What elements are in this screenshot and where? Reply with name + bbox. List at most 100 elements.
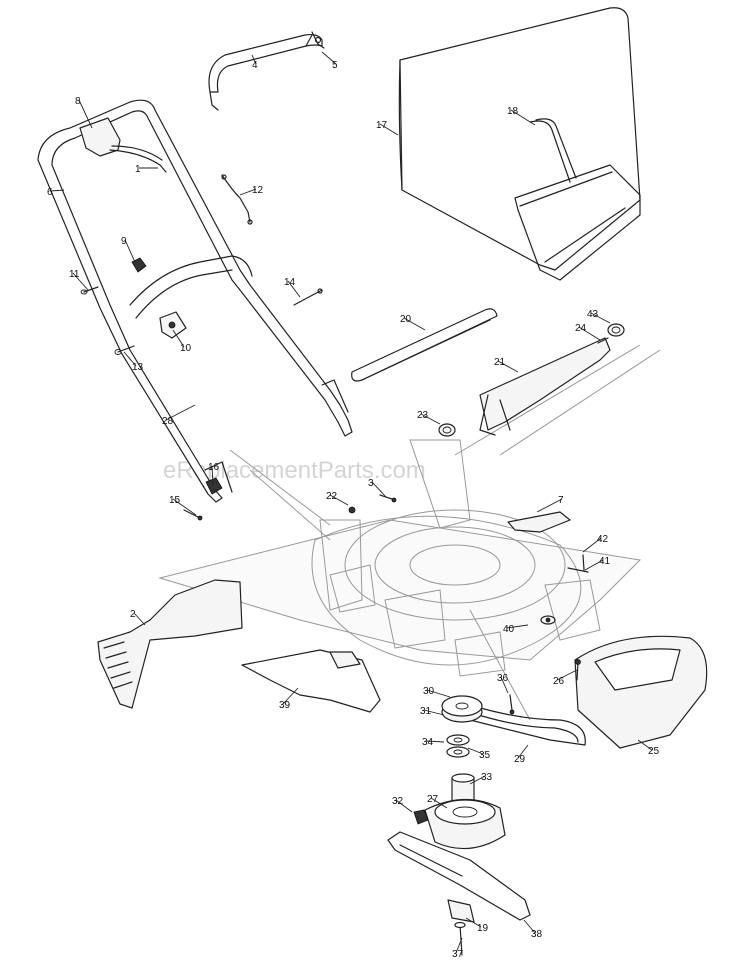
callout-number-39: 39 — [279, 700, 291, 711]
mower-deck-ghost — [158, 344, 661, 721]
blade-38 — [387, 831, 531, 921]
callout-leader-36 — [500, 676, 509, 694]
callout-leader-33 — [469, 775, 486, 785]
callout-number-19: 19 — [477, 923, 489, 934]
callout-number-42: 42 — [597, 534, 609, 545]
callout-number-17: 17 — [376, 120, 388, 131]
callout-leader-11 — [72, 272, 89, 291]
callout-leader-26 — [556, 669, 578, 681]
callout-number-6: 6 — [47, 187, 53, 198]
callout-leader-28 — [165, 404, 196, 421]
handle-frame — [37, 99, 353, 503]
callout-leader-25 — [637, 739, 653, 751]
hardware-9 — [131, 257, 147, 273]
washer-40 — [540, 615, 556, 625]
callout-leader-43 — [590, 312, 611, 324]
callout-leader-13 — [123, 351, 137, 367]
callout-leader-41 — [584, 559, 604, 571]
callout-leader-29 — [517, 744, 529, 759]
callout-number-8: 8 — [75, 96, 81, 107]
callout-leader-4 — [251, 54, 257, 65]
adapter-33 — [451, 773, 475, 804]
callout-number-7: 7 — [558, 495, 564, 506]
callout-leader-19 — [465, 917, 482, 928]
callout-number-10: 10 — [180, 343, 192, 354]
callout-number-18: 18 — [507, 106, 519, 117]
handle-bracket-5 — [311, 31, 325, 49]
callout-number-27: 27 — [427, 794, 439, 805]
callout-number-31: 31 — [420, 706, 432, 717]
callout-leader-18 — [510, 109, 536, 126]
rear-skirt-25 — [574, 635, 708, 749]
bolt-3 — [379, 494, 397, 503]
callout-number-24: 24 — [575, 323, 587, 334]
callout-number-2: 2 — [130, 609, 136, 620]
upper-handle-bar — [208, 33, 323, 111]
callout-number-35: 35 — [479, 750, 491, 761]
callout-number-9: 9 — [121, 236, 127, 247]
callout-leader-9 — [124, 239, 136, 263]
callout-number-37: 37 — [452, 949, 464, 960]
blade-bolt-37 — [454, 921, 466, 956]
callout-leader-7 — [536, 498, 563, 513]
bag-frame — [514, 118, 641, 281]
callout-leader-37 — [455, 937, 463, 954]
washer-34 — [446, 734, 470, 746]
callout-leader-6 — [50, 189, 65, 192]
callout-leader-14 — [287, 280, 301, 298]
callout-leader-10 — [172, 329, 185, 348]
callout-leader-3 — [371, 481, 387, 498]
callout-number-30: 30 — [423, 686, 435, 697]
callout-number-3: 3 — [368, 478, 374, 489]
callout-number-26: 26 — [553, 676, 565, 687]
cable-12 — [221, 174, 253, 225]
mulch-plug-39 — [241, 649, 381, 713]
bolt-11 — [80, 286, 99, 295]
callout-number-34: 34 — [422, 737, 434, 748]
callout-number-29: 29 — [514, 754, 526, 765]
washer-35 — [446, 746, 470, 758]
bolt-15 — [183, 509, 203, 521]
callout-leader-8 — [78, 99, 93, 129]
callout-leader-27 — [430, 797, 448, 809]
flap-rod-20 — [351, 308, 498, 382]
spring-23 — [438, 423, 456, 437]
callout-number-20: 20 — [400, 314, 412, 325]
callout-leader-15 — [172, 498, 197, 516]
callout-leader-42 — [582, 537, 602, 553]
callout-leader-24 — [578, 326, 601, 341]
bolt-13 — [114, 345, 135, 355]
callout-leader-17 — [379, 123, 399, 136]
callout-leader-35 — [467, 747, 484, 755]
baffle-7 — [507, 511, 571, 533]
bolt-36 — [509, 694, 515, 715]
control-lever — [79, 117, 167, 173]
callout-number-14: 14 — [284, 277, 296, 288]
callout-leader-2 — [133, 612, 146, 626]
callout-number-25: 25 — [648, 746, 660, 757]
callout-leader-40 — [506, 624, 529, 629]
callout-leader-32 — [395, 799, 413, 813]
callout-leader-5 — [321, 51, 337, 65]
callout-number-4: 4 — [252, 60, 258, 71]
rear-door-21 — [479, 337, 611, 436]
callout-leader-30 — [426, 689, 451, 698]
callout-number-36: 36 — [497, 673, 509, 684]
callout-number-1: 1 — [135, 164, 141, 175]
callout-number-33: 33 — [481, 772, 493, 783]
blade-hub-27 — [424, 798, 506, 850]
drive-belt-29 — [469, 704, 586, 746]
pin-14 — [293, 288, 323, 306]
callout-leader-39 — [282, 687, 299, 705]
callout-number-22: 22 — [326, 491, 338, 502]
callout-leader-21 — [497, 360, 519, 373]
callout-number-16: 16 — [208, 462, 220, 473]
plate-19 — [447, 899, 475, 923]
callout-number-32: 32 — [392, 796, 404, 807]
nut-22 — [348, 506, 356, 514]
callout-number-23: 23 — [417, 410, 429, 421]
callout-leader-38 — [523, 919, 536, 934]
grass-bag — [398, 7, 641, 271]
callout-number-21: 21 — [494, 357, 506, 368]
